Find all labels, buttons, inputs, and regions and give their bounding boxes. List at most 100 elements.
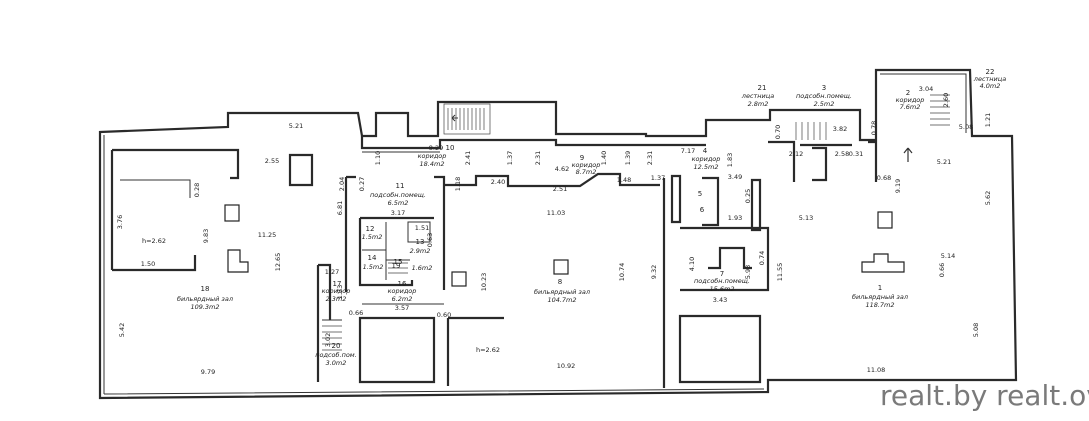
room-8-number: 8	[558, 278, 562, 286]
room-19-number: 19	[392, 262, 401, 270]
dim-label: 0.60	[437, 311, 451, 319]
dim-label: h=2.62	[476, 346, 500, 354]
dim-label: 4.10	[688, 257, 696, 271]
room-5-number: 5	[698, 190, 702, 198]
room-1-area: 118.7m2	[865, 301, 894, 309]
room-8-name: бильярдный зал	[534, 288, 590, 296]
room-11-name: подсобн.помещ.	[370, 191, 426, 199]
dim-label: 5.21	[289, 122, 303, 130]
watermark: realt.by realt.ovita	[880, 379, 1089, 412]
room-12-number: 12	[366, 225, 375, 233]
columns	[224, 204, 905, 287]
room-7-number: 7	[720, 270, 724, 278]
dim-label: 0.63	[426, 233, 434, 247]
dim-label: 0.28	[193, 183, 201, 197]
dim-label: 0.25	[744, 189, 752, 203]
dim-label: 11.03	[547, 209, 566, 217]
room-12-area: 1.5m2	[362, 233, 383, 241]
dim-label: 5.14	[941, 252, 955, 260]
dim-label: 2.31	[534, 151, 542, 165]
dim-label: 0.70	[774, 125, 782, 139]
dim-label: 5.42	[118, 323, 126, 337]
dim-label: 1.83	[726, 153, 734, 167]
dim-label: 5.08	[972, 323, 980, 337]
dim-label: 1.93	[728, 214, 742, 222]
room-13-area: 2.9m2	[410, 247, 431, 255]
dim-label: 4.62	[555, 165, 569, 173]
room-7-name: подсобн.помещ.	[694, 277, 750, 285]
room-11-area: 6.5m2	[388, 199, 409, 207]
dim-label: 1.10	[374, 151, 382, 165]
dim-label: 10.92	[557, 362, 576, 370]
dim-label: 3.57	[395, 304, 409, 312]
dim-label: 5.08	[959, 123, 973, 131]
room-11-number: 11	[396, 182, 405, 190]
dim-label: 2.41	[464, 151, 472, 165]
dim-label: 10.74	[618, 263, 626, 282]
room-4-area: 12.5m2	[694, 163, 719, 171]
dim-label: 3.49	[728, 173, 742, 181]
room-9-area: 8.7m2	[576, 168, 597, 176]
dim-label: 5.21	[937, 158, 951, 166]
dim-label: 2.04	[338, 177, 346, 191]
room-9-number: 9	[580, 154, 584, 162]
dim-label: 1.18	[454, 177, 462, 191]
dim-label: 3.17	[391, 209, 405, 217]
room-3-name: подсобн.помещ.	[796, 92, 852, 100]
stair-room-15	[388, 262, 408, 274]
room-16-name: коридор	[388, 287, 417, 295]
dim-label: 3.04	[919, 85, 933, 93]
dim-label: 3.02	[324, 333, 332, 347]
room-14-number: 14	[368, 254, 377, 262]
dim-label: 3.43	[713, 296, 727, 304]
room-18-area: 109.3m2	[190, 303, 219, 311]
room-14-area: 1.5m2	[363, 263, 384, 271]
dim-label: 2.31	[646, 151, 654, 165]
dim-label: 2.40	[491, 178, 505, 186]
room-17-area: 2.3m2	[326, 295, 347, 303]
dim-label: 2.60	[942, 93, 950, 107]
room-2-area: 7.6m2	[900, 103, 921, 111]
dim-label: 1.37	[651, 174, 665, 182]
dim-label: 5.13	[799, 214, 813, 222]
dim-label: 1.37	[506, 151, 514, 165]
room-13-number: 13	[416, 238, 425, 246]
dim-label: 12.65	[274, 253, 282, 272]
dim-label: 9.79	[201, 368, 215, 376]
room-21-area: 2.8m2	[748, 100, 769, 108]
dim-label: 2.55	[265, 157, 279, 165]
dim-label: 0.68	[877, 174, 891, 182]
room-4-number: 4	[703, 147, 708, 155]
stair-room-20	[322, 325, 342, 351]
room-20-name: подсоб.пом.	[315, 351, 357, 359]
room-2-number: 2	[906, 89, 910, 97]
room-10-name: коридор	[418, 152, 447, 160]
dim-label: 0.27	[358, 177, 366, 191]
room-21-number: 21	[758, 84, 767, 92]
room-10-number: 10	[446, 144, 455, 152]
dim-label: 0.31	[849, 150, 863, 158]
room-8-area: 104.7m2	[547, 296, 576, 304]
dim-label: 1.50	[141, 260, 155, 268]
entrance-arrow-icon	[451, 114, 913, 162]
dim-label: 0.66	[938, 263, 946, 277]
room-3-area: 2.5m2	[814, 100, 835, 108]
room-1-number: 1	[878, 284, 882, 292]
room-22-area: 4.0m2	[980, 82, 1001, 90]
dim-label: 1.40	[600, 151, 608, 165]
room-15-number: 15	[394, 258, 403, 266]
dim-label: 2.51	[553, 185, 567, 193]
room-21-name: лестница	[741, 92, 774, 100]
dim-label: 6.81	[336, 201, 344, 215]
room-17-number: 17	[333, 280, 342, 288]
room-4-name: коридор	[692, 155, 721, 163]
room-16-number: 16	[398, 280, 407, 288]
room-9-name: коридор	[572, 161, 601, 169]
dim-label: 3.76	[116, 215, 124, 229]
room-22-name: лестница	[973, 75, 1006, 83]
room-6-number: 6	[700, 206, 705, 214]
dim-label: 1.73	[336, 285, 344, 299]
room-labels: 18 бильярдный зал 109.3m2 8 бильярдный з…	[177, 68, 1006, 367]
dim-label: 7.17	[681, 147, 695, 155]
